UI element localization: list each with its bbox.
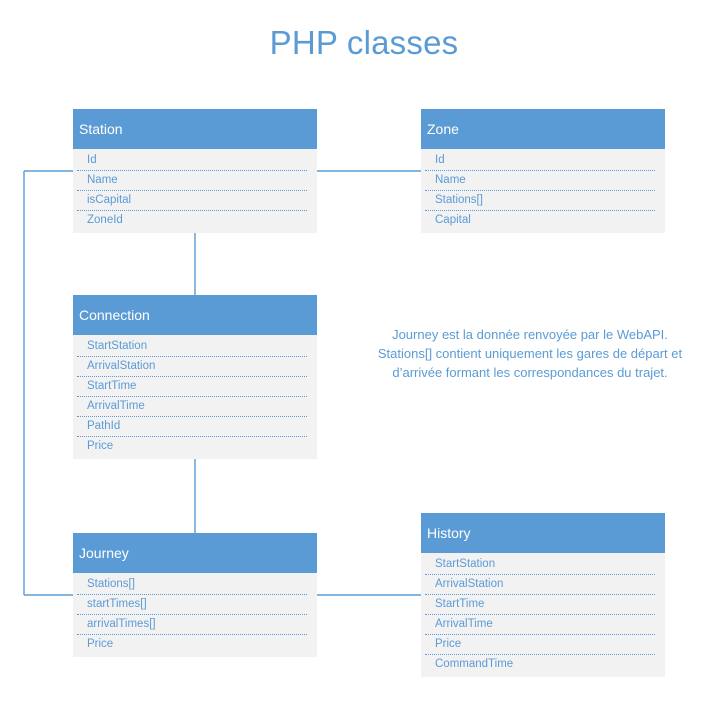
attribute-item: CommandTime: [435, 658, 514, 670]
attribute-item: StartTime: [77, 377, 307, 397]
note-line: Stations[] contient uniquement les gares…: [377, 346, 683, 361]
attribute-item: ArrivalTime: [425, 615, 655, 635]
class-connection: Connection StartStation ArrivalStation S…: [73, 295, 317, 459]
attribute-item: ArrivalTime: [77, 397, 307, 417]
attribute-item: Price: [87, 440, 114, 452]
class-header-zone: Zone: [421, 109, 665, 149]
attribute-item: PathId: [77, 417, 307, 437]
diagram-title: PHP classes: [269, 24, 459, 61]
attribute-list-history: StartStation ArrivalStation StartTime Ar…: [421, 553, 665, 677]
class-journey: Journey Stations[] startTimes[] arrivalT…: [73, 533, 317, 657]
attribute-item: ArrivalStation: [425, 575, 655, 595]
attribute-item: Id: [77, 151, 307, 171]
attribute-item: Name: [425, 171, 655, 191]
attribute-item: startTimes[]: [77, 595, 307, 615]
attribute-list-journey: Stations[] startTimes[] arrivalTimes[] P…: [73, 573, 317, 657]
attribute-item: ZoneId: [87, 214, 123, 226]
note-line: Journey est la donnée renvoyée par le We…: [392, 327, 668, 342]
class-header-journey: Journey: [73, 533, 317, 573]
attribute-item: StartTime: [425, 595, 655, 615]
class-header-connection: Connection: [73, 295, 317, 335]
class-zone: Zone Id Name Stations[] Capital: [421, 109, 665, 233]
attribute-item: Stations[]: [425, 191, 655, 211]
attribute-list-zone: Id Name Stations[] Capital: [421, 149, 665, 233]
class-history: History StartStation ArrivalStation Star…: [421, 513, 665, 677]
class-station: Station Id Name isCapital ZoneId: [73, 109, 317, 233]
attribute-item: Stations[]: [77, 575, 307, 595]
attribute-item: StartStation: [425, 555, 655, 575]
attribute-list-connection: StartStation ArrivalStation StartTime Ar…: [73, 335, 317, 459]
class-header-station: Station: [73, 109, 317, 149]
note-line: d’arrivée formant les correspondances du…: [392, 365, 668, 380]
attribute-item: Price: [87, 638, 114, 650]
attribute-list-station: Id Name isCapital ZoneId: [73, 149, 317, 233]
attribute-item: arrivalTimes[]: [77, 615, 307, 635]
diagram-note: Journey est la donnée renvoyée par le We…: [330, 325, 728, 382]
attribute-item: ArrivalStation: [77, 357, 307, 377]
attribute-item: StartStation: [77, 337, 307, 357]
attribute-item: Price: [425, 635, 655, 655]
class-header-history: History: [421, 513, 665, 553]
attribute-item: isCapital: [77, 191, 307, 211]
attribute-item: Id: [425, 151, 655, 171]
attribute-item: Name: [77, 171, 307, 191]
attribute-item: Capital: [435, 214, 471, 226]
